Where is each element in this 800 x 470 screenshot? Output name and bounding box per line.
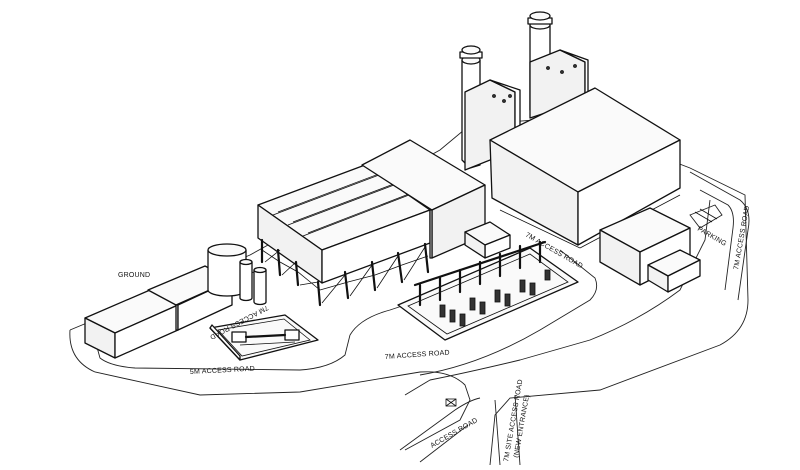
main-power-building <box>489 87 681 249</box>
label-5m-access-road: 5M ACCESS ROAD <box>190 366 255 376</box>
label-ground: GROUND <box>118 272 150 279</box>
label-7m-access-road-bottom: 7M ACCESS ROAD <box>385 349 450 361</box>
label-parking: PARKING <box>696 226 728 248</box>
turbine-hall <box>361 139 511 259</box>
air-cooled-condenser <box>257 164 431 307</box>
label-access-road: ACCESS ROAD <box>430 417 480 450</box>
storage-tanks <box>207 243 267 306</box>
site-roads <box>69 117 750 466</box>
fenced-compound <box>209 314 319 361</box>
switchyard <box>397 240 579 341</box>
admin-building <box>599 207 701 293</box>
label-7m-access-road-right: 7M ACCESS ROAD <box>733 205 751 270</box>
